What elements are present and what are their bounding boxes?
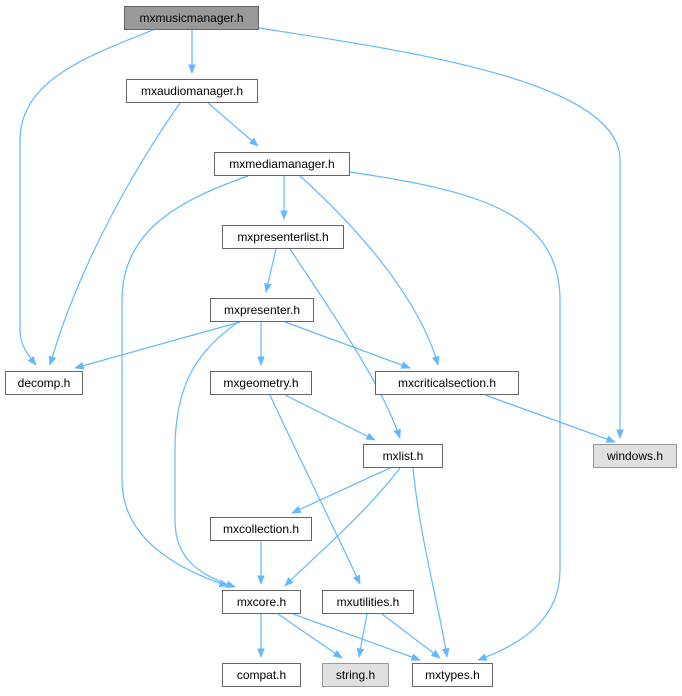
node-mxlist[interactable]: mxlist.h bbox=[363, 444, 443, 468]
edge-geometry-to-utilities bbox=[269, 394, 361, 585]
node-mxcore[interactable]: mxcore.h bbox=[222, 590, 301, 614]
edge-music-to-decomp bbox=[19, 29, 154, 366]
node-mxtypes[interactable]: mxtypes.h bbox=[412, 663, 493, 687]
edge-music-to-windows bbox=[258, 27, 624, 439]
edge-utilities-to-string bbox=[356, 613, 368, 658]
edge-presenter-to-critical bbox=[284, 321, 411, 369]
node-decomp[interactable]: decomp.h bbox=[5, 371, 83, 395]
edge-mxlist-to-collection bbox=[291, 467, 391, 514]
edge-audio-to-media bbox=[207, 102, 259, 147]
edge-critical-to-windows bbox=[484, 394, 616, 443]
edge-mxlist-to-core bbox=[284, 467, 401, 587]
edge-geometry-to-mxlist bbox=[284, 394, 376, 441]
edge-presenter-to-decomp bbox=[74, 321, 241, 370]
node-string: string.h bbox=[322, 663, 389, 687]
node-mxmusicmanager[interactable]: mxmusicmanager.h bbox=[124, 6, 259, 30]
node-mxutilities[interactable]: mxutilities.h bbox=[322, 590, 414, 614]
edge-core-to-types bbox=[292, 613, 421, 661]
edge-plist-to-presenter bbox=[264, 248, 277, 293]
edge-audio-to-decomp bbox=[48, 102, 181, 366]
edge-media-to-critical bbox=[299, 175, 440, 366]
edge-media-to-types bbox=[349, 171, 561, 661]
node-windows: windows.h bbox=[593, 444, 677, 468]
node-mxpresenterlist[interactable]: mxpresenterlist.h bbox=[222, 225, 344, 249]
edge-plist-to-mxlist bbox=[289, 248, 401, 439]
node-mxmediamanager[interactable]: mxmediamanager.h bbox=[214, 152, 350, 176]
edge-core-to-string bbox=[277, 613, 343, 659]
node-compat[interactable]: compat.h bbox=[222, 663, 301, 687]
edge-presenter-to-core bbox=[174, 321, 239, 588]
node-mxcollection[interactable]: mxcollection.h bbox=[210, 517, 312, 541]
node-mxgeometry[interactable]: mxgeometry.h bbox=[210, 371, 312, 395]
edge-mxlist-to-types bbox=[412, 467, 450, 658]
node-mxaudiomanager[interactable]: mxaudiomanager.h bbox=[126, 79, 258, 103]
edge-media-to-core bbox=[121, 175, 249, 587]
node-mxpresenter[interactable]: mxpresenter.h bbox=[210, 298, 314, 322]
edge-utilities-to-types bbox=[381, 613, 441, 659]
node-mxcriticalsection[interactable]: mxcriticalsection.h bbox=[375, 371, 519, 395]
